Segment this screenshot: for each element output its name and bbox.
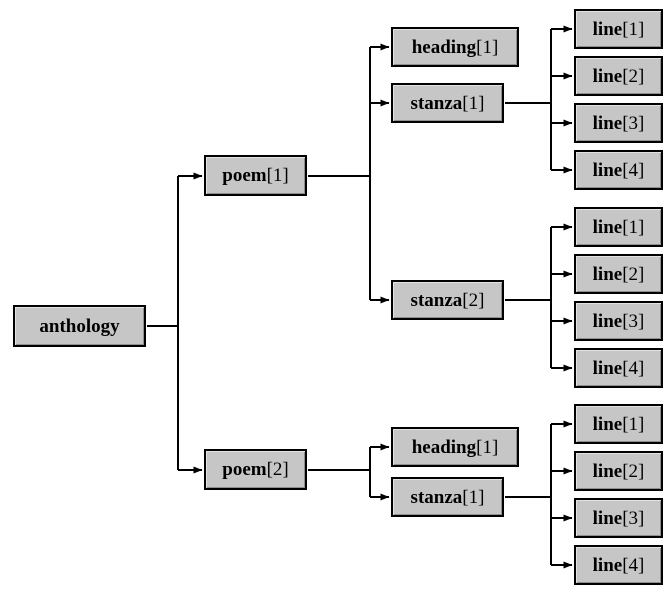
tree-node-index: [2]: [266, 459, 289, 480]
tree-node-s21line2[interactable]: line[2]: [575, 452, 662, 490]
tree-node-poem2[interactable]: poem[2]: [205, 450, 306, 489]
tree-node-index: [2]: [622, 460, 645, 482]
tree-node-label: stanza: [410, 289, 463, 311]
tree-node-s11line4[interactable]: line[4]: [575, 151, 662, 189]
tree-node-label: line: [592, 112, 623, 134]
tree-node-index: [1]: [622, 413, 645, 435]
tree-node-s21line3[interactable]: line[3]: [575, 499, 662, 537]
tree-node-label: line: [592, 357, 623, 379]
tree-node-label: line: [592, 263, 623, 285]
tree-node-index: [3]: [622, 507, 645, 529]
tree-node-s11line3[interactable]: line[3]: [575, 104, 662, 142]
tree-node-index: [3]: [622, 112, 645, 134]
tree-node-label: line: [592, 65, 623, 87]
tree-node-label: line: [592, 460, 623, 482]
tree-node-p1stanza2[interactable]: stanza[2]: [392, 281, 503, 319]
tree-node-index: [1]: [476, 36, 499, 58]
tree-node-label: line: [592, 413, 623, 435]
tree-node-index: [2]: [622, 263, 645, 285]
tree-node-s11line1[interactable]: line[1]: [575, 10, 662, 48]
tree-node-label: line: [592, 159, 623, 181]
tree-node-index: [3]: [622, 310, 645, 332]
tree-node-label: line: [592, 18, 623, 40]
tree-node-label: line: [592, 216, 623, 238]
tree-node-p1heading1[interactable]: heading[1]: [392, 28, 518, 66]
tree-node-index: [2]: [622, 65, 645, 87]
tree-node-index: [4]: [622, 159, 645, 181]
tree-node-s21line1[interactable]: line[1]: [575, 405, 662, 443]
tree-node-label: line: [592, 310, 623, 332]
tree-node-label: line: [592, 507, 623, 529]
tree-node-index: [1]: [476, 436, 499, 458]
tree-node-s12line2[interactable]: line[2]: [575, 255, 662, 293]
tree-node-anthology[interactable]: anthology: [14, 306, 145, 346]
tree-node-label: anthology: [39, 315, 120, 337]
tree-node-index: [1]: [622, 18, 645, 40]
tree-node-index: [1]: [462, 92, 485, 114]
tree-node-poem1[interactable]: poem[1]: [205, 156, 306, 195]
tree-node-label: poem: [222, 165, 267, 186]
tree-node-index: [1]: [622, 216, 645, 238]
edge-group: [147, 25, 573, 569]
tree-node-p2heading1[interactable]: heading[1]: [392, 428, 518, 466]
tree-node-label: heading: [411, 36, 477, 58]
tree-node-index: [2]: [462, 289, 485, 311]
tree-node-label: stanza: [410, 92, 463, 114]
tree-node-s21line4[interactable]: line[4]: [575, 546, 662, 584]
tree-node-s12line3[interactable]: line[3]: [575, 302, 662, 340]
tree-node-index: [1]: [462, 486, 485, 508]
tree-node-p1stanza1[interactable]: stanza[1]: [392, 84, 503, 122]
tree-node-s12line4[interactable]: line[4]: [575, 349, 662, 387]
tree-node-label: heading: [411, 436, 477, 458]
tree-node-s11line2[interactable]: line[2]: [575, 57, 662, 95]
tree-node-label: stanza: [410, 486, 463, 508]
tree-node-s12line1[interactable]: line[1]: [575, 208, 662, 246]
tree-node-label: poem: [222, 459, 267, 480]
tree-node-index: [4]: [622, 357, 645, 379]
tree-node-index: [4]: [622, 554, 645, 576]
tree-node-p2stanza1[interactable]: stanza[1]: [392, 478, 503, 516]
tree-node-index: [1]: [266, 165, 289, 186]
tree-node-label: line: [592, 554, 623, 576]
